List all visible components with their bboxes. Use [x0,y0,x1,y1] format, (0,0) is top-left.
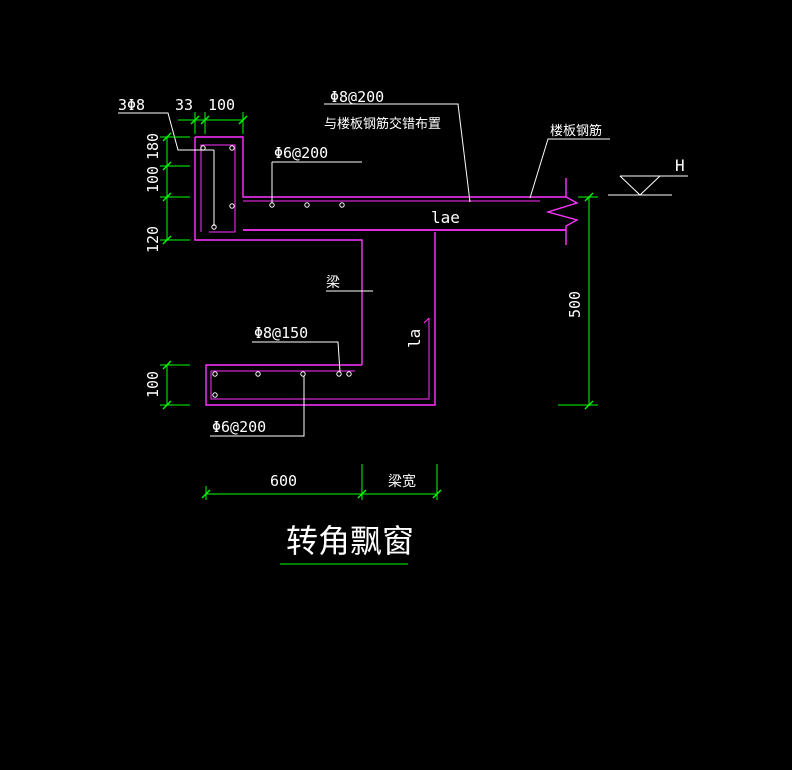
upper-ledge-stirrup [200,144,236,233]
leader-3phi8 [118,112,214,151]
rebar-dot [212,392,218,398]
label-dim-500: 500 [566,291,584,318]
label-slab-rebar: 楼板钢筋 [550,123,602,139]
la-hook [423,317,430,324]
label-3phi8: 3Φ8 [118,96,145,114]
dim-tick [162,192,172,202]
label-level-h: H [675,156,685,175]
leader-lines [118,103,688,437]
rebar-dot [229,203,235,209]
rebar-dot [255,371,261,377]
rebar-dot [229,145,235,151]
leader-lower-bar [252,341,341,373]
upper-slab-outline [195,136,566,198]
label-upper-dist-bar: Φ6@200 [274,144,328,162]
leader-slab-rebar [529,138,610,199]
rebar-dot [269,202,275,208]
rebar [200,144,540,400]
diagram-title: 转角飘窗 [286,522,414,560]
dim-tick [238,115,248,125]
dim-tick [162,400,172,410]
label-la: la [405,329,424,348]
dim-tick [584,400,594,410]
label-dim-120: 120 [144,226,162,253]
label-dim-100-bottom: 100 [144,371,162,398]
label-dim-33: 33 [175,96,193,114]
dim-tick [162,235,172,245]
label-beam-width: 梁宽 [388,473,416,490]
level-triangle [619,175,662,196]
dim-tick [162,132,172,142]
dim-tick [162,360,172,370]
dim-tick [357,489,367,499]
rebar-dot [346,371,352,377]
dim-tick [432,489,442,499]
rebar-dot [336,371,342,377]
label-lower-bar-spec: Φ8@150 [254,324,308,342]
label-top-bar-spec: Φ8@200 [330,88,384,106]
label-lower-dist-bar: Φ6@200 [212,418,266,436]
dim-tick [162,161,172,171]
lower-slab-outline [205,232,436,406]
leader-lower-dist [210,376,305,437]
rebar-dot [212,371,218,377]
label-lae: lae [431,208,460,227]
rebar-dot [304,202,310,208]
rebar-dot [300,371,306,377]
label-top-bar-note: 与楼板钢筋交错布置 [324,116,441,132]
label-dim-100-top: 100 [208,96,235,114]
dim-tick [584,192,594,202]
rebar-dots [200,145,352,398]
break-mark [545,178,579,245]
upper-ledge-outline [194,137,363,365]
lower-slab-bottom-bar [210,318,430,400]
dim-tick [200,115,210,125]
concrete-outline [194,136,579,406]
dim-tick [201,489,211,499]
dim-tick [190,115,200,125]
label-dim-180: 180 [144,133,162,160]
label-dim-100-left: 100 [144,166,162,193]
label-beam: 梁 [326,275,340,291]
label-dim-600: 600 [270,472,297,490]
leader-top-bar [324,103,471,203]
rebar-dot [339,202,345,208]
dimensions [160,112,598,500]
